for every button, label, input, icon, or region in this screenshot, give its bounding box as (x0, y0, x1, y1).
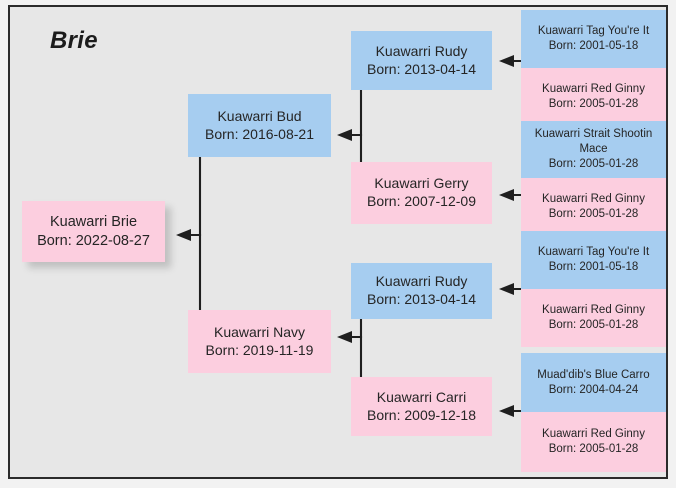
node-born: Born: 2001-05-18 (548, 40, 639, 52)
node-name: Kuawarri Carri (376, 388, 467, 405)
pedigree-node-red-ginny-1[interactable]: Kuawarri Red Ginny Born: 2005-01-28 (521, 68, 666, 126)
node-born: Born: 2007-12-09 (367, 193, 476, 209)
node-born: Born: 2005-01-28 (548, 157, 639, 170)
node-born: Born: 2001-05-18 (548, 261, 639, 273)
node-name: Kuawarri Bud (217, 107, 302, 124)
node-name: Kuawarri Red Ginny (542, 193, 645, 206)
pedigree-node-strait-shootin-mace[interactable]: Kuawarri Strait Shootin Mace Born: 2005-… (521, 121, 666, 178)
pedigree-node-carri[interactable]: Kuawarri Carri Born: 2009-12-18 (351, 377, 492, 436)
pedigree-node-red-ginny-2[interactable]: Kuawarri Red Ginny Born: 2005-01-28 (521, 178, 666, 236)
node-name: Kuawarri Red Ginny (542, 83, 645, 96)
node-name: Kuawarri Strait Shootin Mace (534, 128, 653, 156)
node-name: Kuawarri Rudy (375, 273, 468, 290)
pedigree-node-tag-youre-it-1[interactable]: Kuawarri Tag You're It Born: 2001-05-18 (521, 10, 666, 68)
node-name: Kuawarri Gerry (374, 175, 469, 192)
node-born: Born: 2022-08-27 (37, 232, 150, 249)
pedigree-node-tag-youre-it-2[interactable]: Kuawarri Tag You're It Born: 2001-05-18 (521, 231, 666, 289)
node-name: Kuawarri Tag You're It (537, 25, 650, 38)
node-born: Born: 2005-01-28 (548, 443, 639, 455)
pedigree-node-bud[interactable]: Kuawarri Bud Born: 2016-08-21 (188, 94, 331, 157)
node-born: Born: 2004-04-24 (548, 383, 639, 396)
node-name: Kuawarri Red Ginny (542, 428, 645, 441)
pedigree-node-red-ginny-4[interactable]: Kuawarri Red Ginny Born: 2005-01-28 (521, 412, 666, 472)
pedigree-node-navy[interactable]: Kuawarri Navy Born: 2019-11-19 (188, 310, 331, 373)
pedigree-node-rudy-bottom[interactable]: Kuawarri Rudy Born: 2013-04-14 (351, 263, 492, 319)
node-born: Born: 2016-08-21 (205, 125, 314, 142)
node-born: Born: 2019-11-19 (205, 341, 314, 358)
node-born: Born: 2005-01-28 (548, 98, 639, 110)
node-name: Kuawarri Tag You're It (537, 246, 650, 259)
node-born: Born: 2005-01-28 (548, 208, 639, 220)
node-born: Born: 2013-04-14 (367, 60, 476, 77)
node-name: Muad'dib's Blue Carro (537, 368, 650, 381)
pedigree-node-blue-carro[interactable]: Muad'dib's Blue Carro Born: 2004-04-24 (521, 353, 666, 412)
node-born: Born: 2005-01-28 (548, 319, 639, 331)
node-born: Born: 2013-04-14 (367, 291, 476, 307)
node-name: Kuawarri Brie (49, 213, 138, 230)
node-name: Kuawarri Rudy (375, 42, 468, 59)
pedigree-node-brie[interactable]: Kuawarri Brie Born: 2022-08-27 (22, 201, 165, 262)
node-name: Kuawarri Navy (213, 323, 306, 340)
pedigree-node-red-ginny-3[interactable]: Kuawarri Red Ginny Born: 2005-01-28 (521, 289, 666, 347)
node-name: Kuawarri Red Ginny (542, 304, 645, 317)
pedigree-node-rudy-top[interactable]: Kuawarri Rudy Born: 2013-04-14 (351, 31, 492, 90)
node-born: Born: 2009-12-18 (367, 406, 476, 423)
page-title: Brie (50, 27, 98, 54)
chart-frame: Brie (8, 5, 668, 479)
pedigree-node-gerry[interactable]: Kuawarri Gerry Born: 2007-12-09 (351, 162, 492, 224)
